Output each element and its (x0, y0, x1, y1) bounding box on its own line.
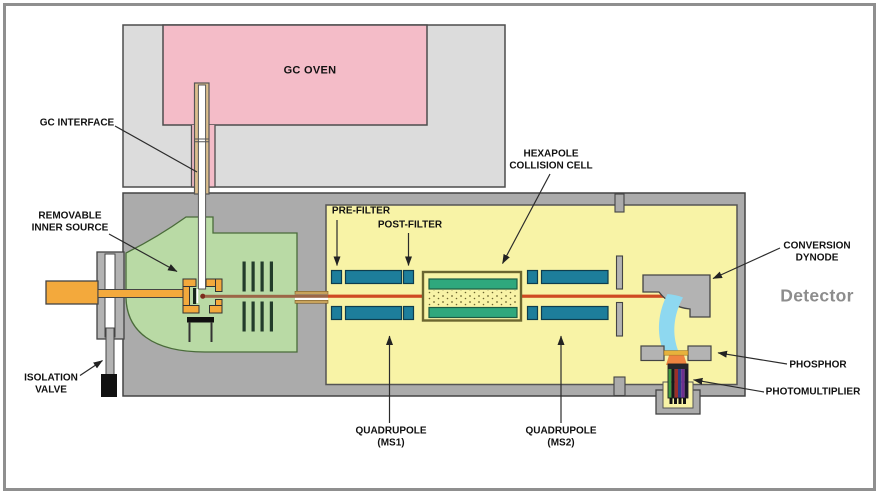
valve-stem (105, 327, 115, 376)
ms1-main-rod-top (344, 269, 403, 285)
source-slit-highlight (196, 289, 199, 303)
valve-knob (101, 374, 117, 397)
ms2-main-rod-top (540, 269, 609, 285)
pmt-pins (669, 398, 686, 404)
hexapole-collision-cell (421, 270, 523, 322)
isolation-valve-label: ISOLATION VALVE (24, 372, 78, 396)
source-lens-stack (242, 261, 273, 332)
electron-beam (658, 294, 683, 352)
ion-beam-source-segment (205, 294, 328, 298)
phosphor-mount-right (687, 345, 712, 362)
hexapole-rod-bottom (428, 306, 518, 319)
ion-beam (205, 294, 667, 298)
photomultiplier-leader (693, 377, 765, 393)
dynode-leader (712, 247, 781, 280)
quadrupole-ms1 (330, 269, 415, 321)
quadrupole-ms1-label: QUADRUPOLE (MS1) (355, 425, 427, 449)
probe-and-source-block (45, 278, 223, 342)
aperture-tab-top (614, 193, 625, 213)
post-filter-label: POST-FILTER (377, 218, 443, 230)
quadrupole-ms2-label: QUADRUPOLE (MS2) (525, 425, 597, 449)
repeller-leg-left (188, 322, 191, 342)
hexapole-collision-cell-label: HEXAPOLE COLLISION CELL (509, 148, 593, 172)
collision-cell-leader (501, 173, 551, 264)
phosphor-leader (717, 350, 788, 365)
phosphor-screen (663, 350, 689, 356)
gc-interface-tube (193, 82, 210, 290)
gc-oven-label: GC OVEN (283, 64, 337, 77)
probe-handle (45, 280, 99, 305)
aperture-tab-bottom (613, 376, 626, 397)
isolation-valve-assembly (96, 251, 125, 397)
repeller-leg-right (210, 322, 213, 342)
inner-source-leader (108, 233, 178, 273)
ms1-main-rod-bottom (344, 305, 403, 321)
source-block (182, 278, 223, 314)
leader-lines (79, 125, 788, 423)
removable-inner-source-label: REMOVABLE INNER SOURCE (31, 210, 109, 234)
ion-beam-ms1-segment (328, 294, 423, 298)
photomultiplier-label: PHOTOMULTIPLIER (765, 386, 861, 398)
interface-joint (194, 138, 209, 143)
ionization-spot (200, 293, 206, 299)
collision-gas (427, 290, 518, 307)
gc-interface-leader (114, 125, 198, 173)
gc-interface-label: GC INTERFACE (39, 117, 115, 129)
ms2-pre-filter-rod (526, 269, 539, 285)
capillary-column (197, 84, 207, 290)
phosphor-label: PHOSPHOR (789, 358, 847, 370)
exit-slit-plates (615, 255, 624, 337)
ion-beam-ms2-segment (521, 294, 667, 298)
phosphor-mount-left (640, 345, 665, 362)
ms1-post-filter-rod (402, 269, 415, 285)
detector-label: Detector (780, 285, 854, 306)
source-slit (193, 288, 197, 304)
hexapole-rod-top (428, 278, 518, 290)
isolation-valve-leader (79, 360, 103, 376)
pre-filter-label: PRE-FILTER (331, 205, 391, 217)
repeller-plate (187, 317, 214, 323)
ms1-pre-filter-rod (330, 269, 343, 285)
quadrupole-ms2 (526, 269, 609, 321)
detector-assembly (640, 274, 712, 404)
ms2-main-rod-bottom (540, 305, 609, 321)
light-flare (666, 355, 687, 365)
probe-shaft (97, 289, 185, 298)
conversion-dynode-label: CONVERSION DYNODE (783, 240, 851, 264)
photomultiplier-tube (667, 363, 689, 404)
